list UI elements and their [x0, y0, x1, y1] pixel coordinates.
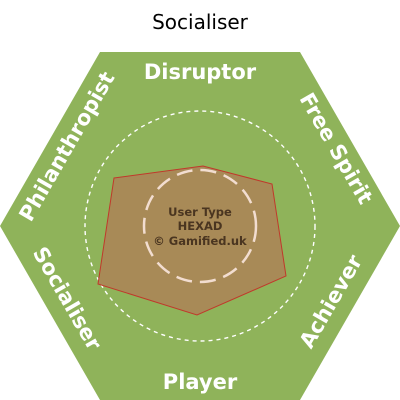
label-disruptor: Disruptor	[144, 60, 257, 84]
label-player: Player	[163, 370, 238, 394]
inner-dashed-circle	[142, 168, 258, 284]
outer-dashed-circle	[84, 110, 316, 342]
page-title: Socialiser	[152, 10, 248, 34]
center-line-hexad: HEXAD	[178, 219, 223, 233]
center-line-user-type: User Type	[168, 205, 232, 219]
center-line-copyright: © Gamified.uk	[153, 234, 247, 248]
profile-shape	[97, 165, 287, 316]
